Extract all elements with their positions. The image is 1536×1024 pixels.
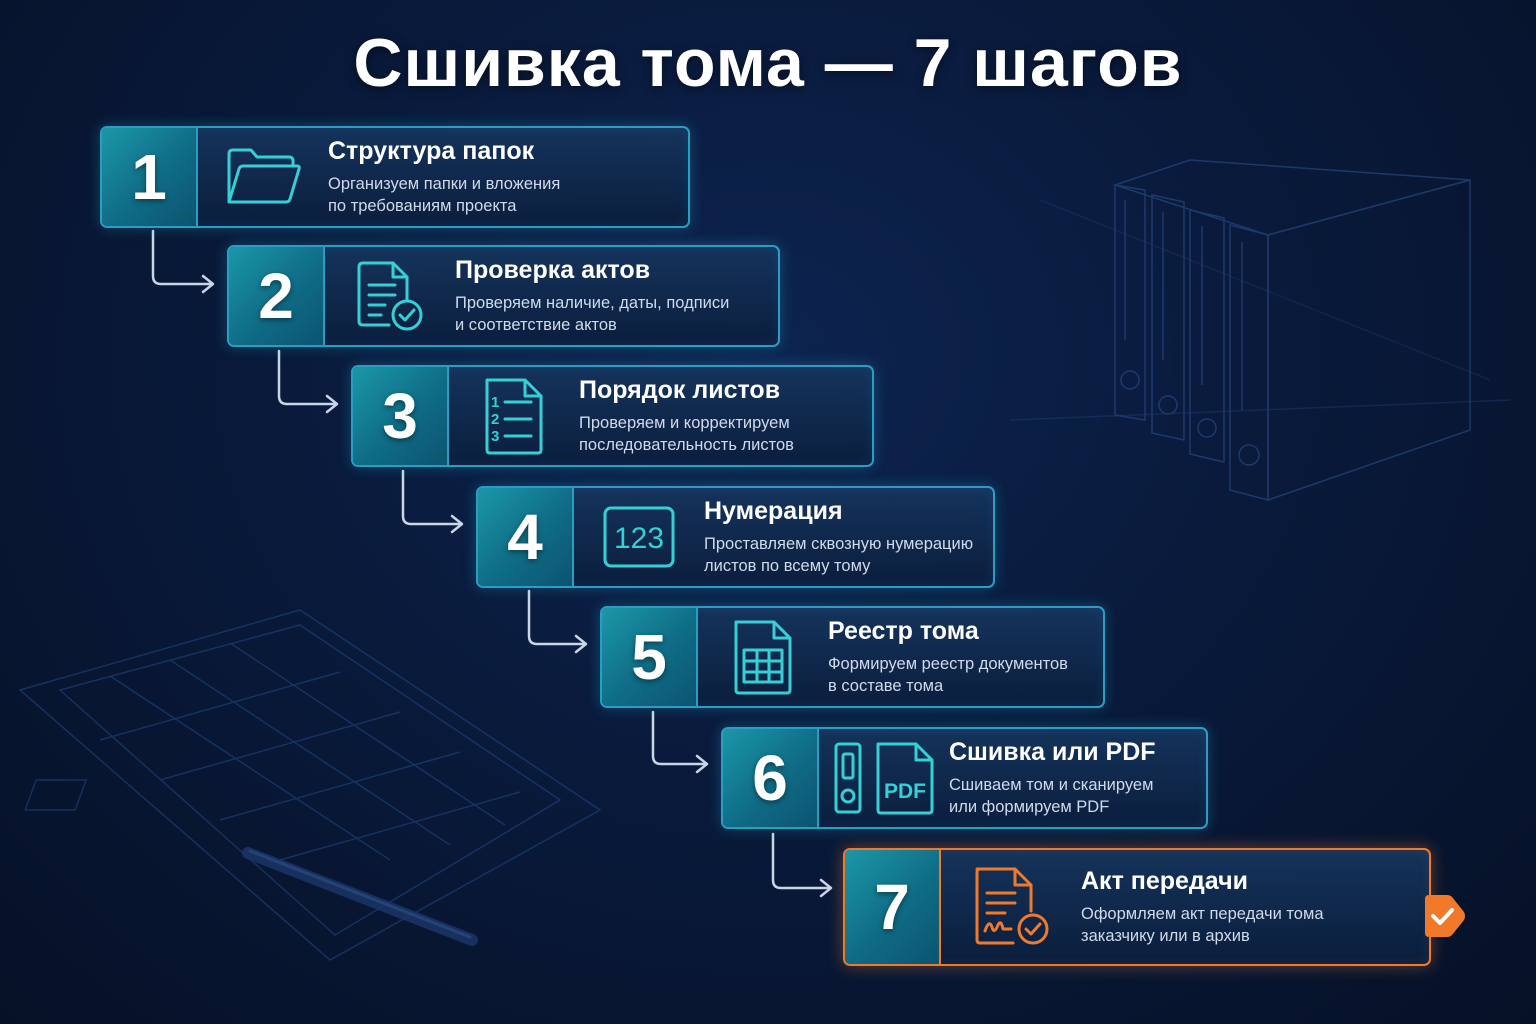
step-number: 3 [353,367,449,465]
step-description: Проверяем и корректируем последовательно… [579,414,794,454]
step-5-card[interactable]: 5 Реестр тома Формируем реестр документо… [600,606,1105,708]
step-description: Сшиваем том и сканируем или формируем PD… [949,776,1154,816]
connector-2-3 [277,349,339,414]
page-title: Сшивка тома — 7 шагов [353,25,1183,101]
connector-1-2 [151,229,215,294]
step-number: 4 [478,488,574,586]
step-number: 6 [723,729,819,827]
folder-icon [227,148,301,204]
step-number: 2 [229,247,325,345]
blueprint-drawing [18,609,602,961]
numbered-list-icon: 1 2 3 [485,378,543,455]
step-description: Организуем папки и вложения по требовани… [328,175,561,215]
step-description: Оформляем акт передачи тома заказчику ил… [1081,905,1324,945]
step-number: 5 [602,608,698,706]
svg-text:1: 1 [491,394,499,411]
signed-act-icon [975,867,1049,945]
pen-icon [242,847,478,946]
svg-text:2: 2 [491,411,499,428]
step-6-card[interactable]: 6 PDF Сшивка или PDF Сшиваем том и скани… [721,727,1208,829]
step-description: Формируем реестр документов в составе то… [828,655,1068,695]
step-title: Порядок листов [579,376,781,404]
step-number: 7 [845,850,941,964]
connector-4-5 [527,589,588,654]
step-title: Проверка актов [455,256,651,284]
step-3-card[interactable]: 3 1 2 3 Порядок листов Проверяем и корре… [351,365,874,467]
step-1-card[interactable]: 1 Структура папок Организуем папки и вло… [100,126,690,228]
step-description: Проставляем сквозную нумерацию листов по… [704,535,974,575]
svg-text:3: 3 [491,428,499,445]
connector-5-6 [651,710,709,774]
step-7-card[interactable]: 7 Акт передачи Оформляем акт передачи то… [843,848,1431,966]
binders-illustration [1009,159,1511,502]
connector-3-4 [401,469,464,534]
step-2-card[interactable]: 2 Проверка актов Проверяем наличие, даты… [227,245,780,347]
step-number: 1 [102,128,198,226]
step-title: Акт передачи [1081,867,1248,895]
spreadsheet-icon [734,620,792,695]
step-title: Структура папок [328,137,535,165]
step-title: Нумерация [704,497,843,525]
step-title: Реестр тома [828,617,979,645]
binder-pdf-icon: PDF [834,742,934,815]
connector-6-7 [771,832,833,898]
step-title: Сшивка или PDF [949,738,1156,766]
numbering-123-icon: 123 [603,506,675,568]
document-check-icon [357,261,423,331]
check-badge-icon [1425,895,1465,937]
svg-text:PDF: PDF [884,780,926,803]
step-4-card[interactable]: 4 123 Нумерация Проставляем сквозную нум… [476,486,995,588]
svg-text:123: 123 [614,522,664,555]
step-description: Проверяем наличие, даты, подписи и соотв… [455,294,730,334]
